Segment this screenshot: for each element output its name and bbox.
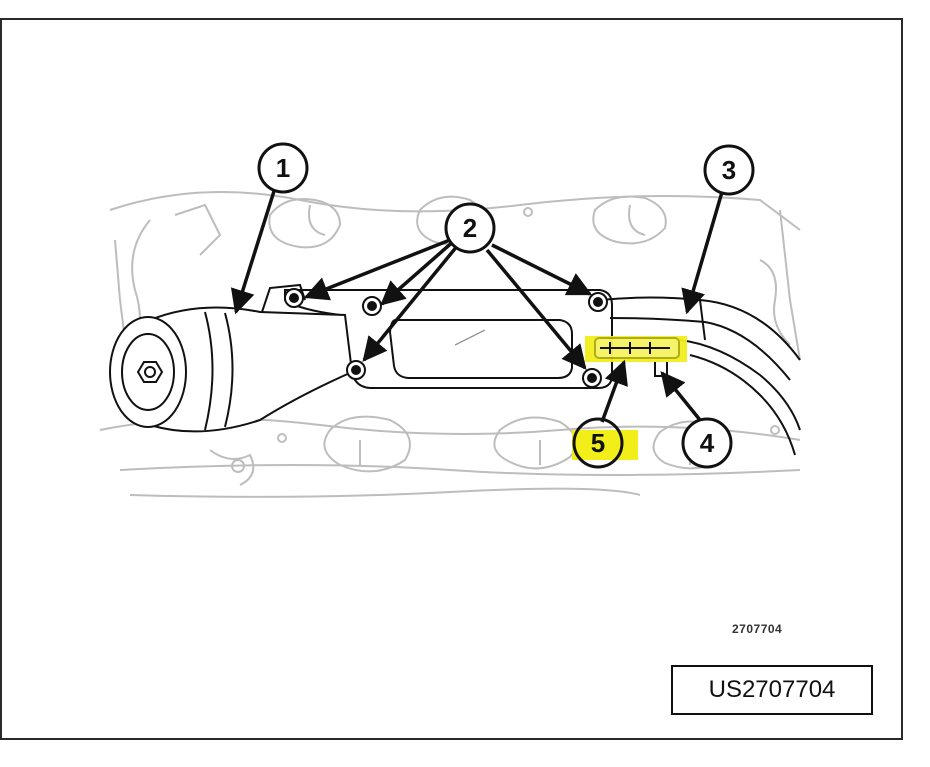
mounting-bolts [284,288,608,388]
figure-number: 2707704 [732,622,783,636]
callout-3: 3 [703,144,755,196]
callout-4: 4 [681,417,733,469]
arrow-4 [660,371,702,422]
arrow-2c [362,243,460,362]
leader-arrows [230,187,724,423]
oil-filter-canister [109,283,354,433]
svg-text:4: 4 [700,428,715,458]
arrow-1 [230,187,277,315]
svg-text:3: 3 [722,155,736,185]
callout-5: 5 [572,417,638,469]
svg-text:5: 5 [591,428,605,458]
arrow-2a [303,236,456,301]
reference-code-box: US2707704 [671,665,873,715]
callout-1: 1 [257,142,309,194]
arrow-5 [600,359,628,423]
arrow-2e [485,248,587,370]
svg-text:2: 2 [463,213,477,243]
callout-2: 2 [444,202,496,254]
arrow-3 [681,191,724,315]
arrow-2d [491,243,593,296]
svg-text:1: 1 [276,153,290,183]
reference-code: US2707704 [708,676,836,703]
engine-block-background [99,191,801,498]
sensor-connector [585,336,687,377]
arrow-2b [380,238,457,306]
